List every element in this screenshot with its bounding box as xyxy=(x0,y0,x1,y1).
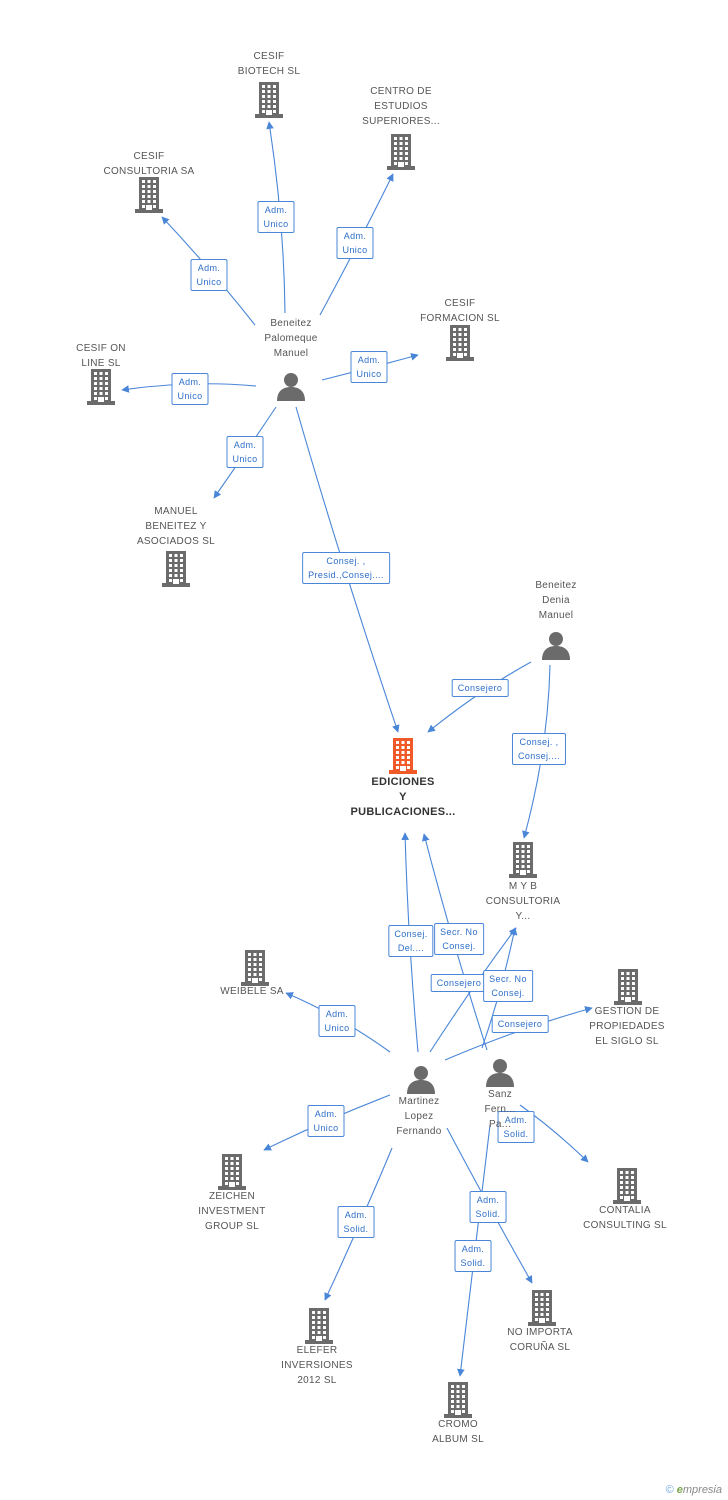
person-icon xyxy=(407,1066,435,1094)
node-icon-beneitez_denia[interactable] xyxy=(481,630,631,660)
edge-label-martinez-weibele[interactable]: Adm. Unico xyxy=(318,1005,356,1037)
node-icon-zeichen[interactable] xyxy=(157,1154,307,1190)
edge-line-beneitez_denia-ediciones xyxy=(427,661,532,733)
edge-label-martinez-no_importa[interactable]: Adm. Solid. xyxy=(469,1191,507,1223)
node-label-cesif_consultoria[interactable]: CESIF CONSULTORIA SA xyxy=(103,151,195,177)
node-icon-cromo[interactable] xyxy=(383,1382,533,1418)
node-label-martinez[interactable]: Martinez Lopez Fernando xyxy=(396,1096,442,1137)
building-icon xyxy=(613,1168,641,1204)
brand-name: mpresia xyxy=(682,1484,722,1496)
edge-line-sanz-contalia xyxy=(519,1104,589,1163)
edge-label-martinez-gestion[interactable]: Consejero xyxy=(491,1015,549,1033)
node-label-centro_estudios[interactable]: CENTRO DE ESTUDIOS SUPERIORES... xyxy=(362,86,440,127)
focus-building-icon xyxy=(389,738,417,774)
node-label-manuel_beneitez[interactable]: MANUEL BENEITEZ Y ASOCIADOS SL xyxy=(136,506,216,547)
edge-label-beneitez_denia-ediciones[interactable]: Consejero xyxy=(451,679,509,697)
building-icon xyxy=(241,950,269,986)
edge-label-martinez-elefer[interactable]: Adm. Solid. xyxy=(337,1206,375,1238)
copyright-icon: © xyxy=(665,1484,674,1496)
edge-label-martinez-myb[interactable]: Consejero xyxy=(430,974,488,992)
node-icon-sanz[interactable] xyxy=(425,1057,575,1087)
edge-label-beneitez_palomeque-ediciones[interactable]: Consej. , Presid.,Consej.... xyxy=(302,552,390,584)
building-icon xyxy=(528,1290,556,1326)
node-label-elefer[interactable]: ELEFER INVERSIONES 2012 SL xyxy=(281,1345,353,1386)
node-icon-ediciones[interactable] xyxy=(328,738,478,774)
node-icon-weibele[interactable] xyxy=(180,950,330,986)
node-icon-beneitez_palomeque[interactable] xyxy=(216,371,366,401)
building-icon xyxy=(387,134,415,170)
edge-label-sanz-ediciones[interactable]: Secr. No Consej. xyxy=(434,923,484,955)
node-icon-martinez[interactable] xyxy=(346,1064,496,1094)
edge-label-beneitez_palomeque-cesif_biotech[interactable]: Adm. Unico xyxy=(257,201,295,233)
brand-logo-initial: e xyxy=(676,1484,683,1496)
node-label-ediciones[interactable]: EDICIONES Y PUBLICACIONES... xyxy=(350,776,456,818)
building-icon xyxy=(135,177,163,213)
node-icon-no_importa[interactable] xyxy=(467,1290,617,1326)
node-label-weibele[interactable]: WEIBELE SA xyxy=(220,986,284,997)
edge-label-beneitez_palomeque-cesif_consultoria[interactable]: Adm. Unico xyxy=(190,259,228,291)
edge-label-martinez-zeichen[interactable]: Adm. Unico xyxy=(307,1105,345,1137)
building-icon xyxy=(614,969,642,1005)
person-icon xyxy=(542,632,570,660)
building-icon xyxy=(444,1382,472,1418)
person-icon xyxy=(486,1059,514,1087)
building-icon xyxy=(305,1308,333,1344)
edge-label-beneitez_denia-myb[interactable]: Consej. , Consej.... xyxy=(511,733,567,765)
edge-label-beneitez_palomeque-manuel_beneitez[interactable]: Adm. Unico xyxy=(226,436,264,468)
building-icon xyxy=(218,1154,246,1190)
edge-label-beneitez_palomeque-centro_estudios[interactable]: Adm. Unico xyxy=(336,227,374,259)
node-icon-cesif_consultoria[interactable] xyxy=(74,177,224,213)
node-label-contalia[interactable]: CONTALIA CONSULTING SL xyxy=(583,1205,667,1231)
edge-label-sanz-contalia[interactable]: Adm. Solid. xyxy=(497,1111,535,1143)
building-icon xyxy=(87,369,115,405)
node-label-myb[interactable]: M Y B CONSULTORIA Y... xyxy=(485,881,561,922)
building-icon xyxy=(255,82,283,118)
node-icon-cesif_biotech[interactable] xyxy=(194,82,344,118)
node-icon-gestion[interactable] xyxy=(553,969,703,1005)
node-icon-manuel_beneitez[interactable] xyxy=(101,551,251,587)
footer-brand: © empresia xyxy=(666,1484,722,1496)
node-label-cromo[interactable]: CROMO ALBUM SL xyxy=(432,1419,484,1445)
edge-label-beneitez_palomeque-cesif_online[interactable]: Adm. Unico xyxy=(171,373,209,405)
node-icon-cesif_online[interactable] xyxy=(26,369,176,405)
edge-label-sanz-myb[interactable]: Secr. No Consej. xyxy=(483,970,533,1002)
building-icon xyxy=(446,325,474,361)
person-icon xyxy=(277,373,305,401)
node-label-beneitez_palomeque[interactable]: Beneitez Palomeque Manuel xyxy=(264,318,318,359)
node-label-gestion[interactable]: GESTION DE PROPIEDADES EL SIGLO SL xyxy=(589,1006,665,1047)
node-label-zeichen[interactable]: ZEICHEN INVESTMENT GROUP SL xyxy=(198,1191,266,1232)
node-icon-cesif_formacion[interactable] xyxy=(385,325,535,361)
node-icon-centro_estudios[interactable] xyxy=(326,134,476,170)
building-icon xyxy=(509,842,537,878)
node-icon-contalia[interactable] xyxy=(552,1168,702,1204)
node-label-cesif_formacion[interactable]: CESIF FORMACION SL xyxy=(420,298,500,324)
edge-label-sanz-cromo[interactable]: Adm. Solid. xyxy=(454,1240,492,1272)
node-icon-myb[interactable] xyxy=(448,842,598,878)
node-icon-elefer[interactable] xyxy=(244,1308,394,1344)
node-label-cesif_biotech[interactable]: CESIF BIOTECH SL xyxy=(237,51,301,77)
node-label-beneitez_denia[interactable]: Beneitez Denia Manuel xyxy=(535,580,577,621)
edge-label-beneitez_palomeque-cesif_formacion[interactable]: Adm. Unico xyxy=(350,351,388,383)
node-label-sanz[interactable]: Sanz Fern... Pa... xyxy=(484,1089,516,1130)
node-label-cesif_online[interactable]: CESIF ON LINE SL xyxy=(76,343,126,369)
edge-label-martinez-ediciones[interactable]: Consej. Del.... xyxy=(388,925,434,957)
node-label-no_importa[interactable]: NO IMPORTA CORUÑA SL xyxy=(507,1327,573,1353)
building-icon xyxy=(162,551,190,587)
